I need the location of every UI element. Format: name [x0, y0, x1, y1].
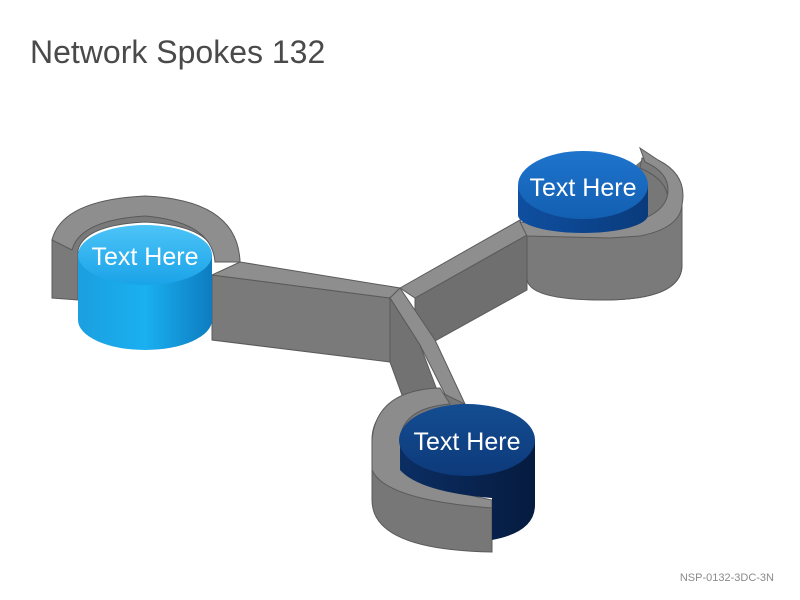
node-bottom: Text Here [399, 404, 535, 540]
node-bottom-label: Text Here [414, 428, 521, 456]
node-left: Text Here [78, 225, 212, 350]
node-right-label: Text Here [530, 174, 637, 202]
page-title: Network Spokes 132 [30, 34, 326, 70]
node-right: Text Here [518, 151, 648, 233]
connector-track [51, 146, 684, 553]
node-left-label: Text Here [92, 243, 199, 271]
footer-code: NSP-0132-3DC-3N [679, 572, 774, 584]
